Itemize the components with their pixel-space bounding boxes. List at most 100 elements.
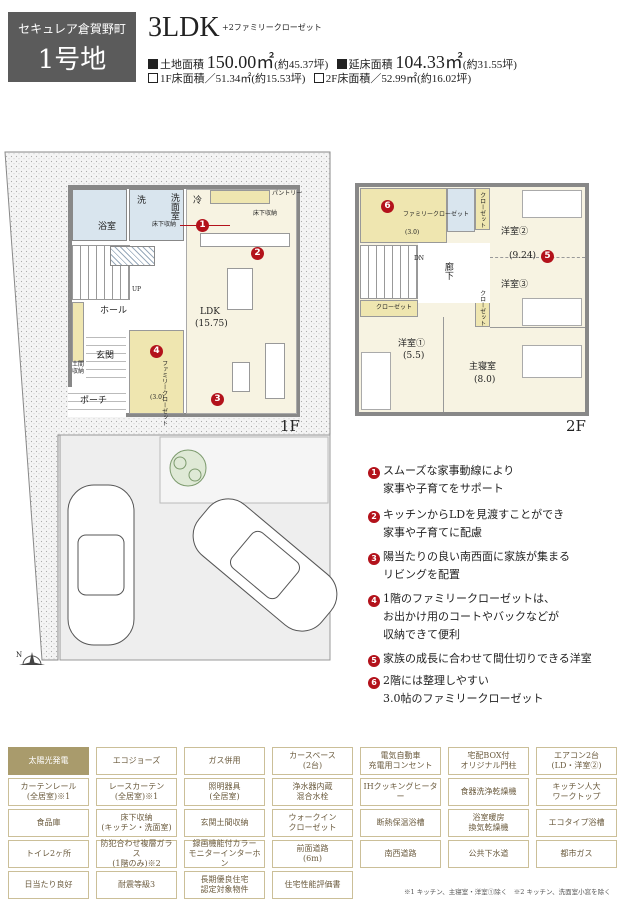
amenity-text: 耐震等級3 bbox=[117, 880, 156, 889]
amenity-item: 防犯合わせ複層ガラス(1階のみ)※2 bbox=[96, 839, 177, 868]
amenity-text: (キッチン・洗面室) bbox=[101, 823, 172, 832]
amenity-item: 都市ガス bbox=[536, 840, 617, 868]
amenity-item: 浴室暖房換気乾燥機 bbox=[448, 809, 529, 837]
closet-a bbox=[475, 188, 490, 230]
svg-text:N: N bbox=[16, 651, 22, 659]
porch-floor bbox=[68, 387, 126, 417]
amenity-item: ウォークインクローゼット bbox=[272, 809, 353, 837]
kitchen-cabinet bbox=[210, 190, 270, 204]
label-corridor: 廊下 bbox=[442, 262, 453, 280]
family-closet-1f bbox=[129, 330, 184, 414]
amenity-text: (1階のみ)※2 bbox=[112, 859, 161, 868]
amenity-text: 浴室暖房 bbox=[472, 813, 505, 822]
lot-badge: セキュレア倉賀野町 1号地 bbox=[8, 12, 136, 82]
amenity-item: ガス併用 bbox=[184, 747, 265, 775]
floor-area: 104.33㎡ bbox=[395, 52, 463, 72]
amenity-text: エコジョーズ bbox=[112, 756, 161, 765]
footnote: ※1 キッチン、主寝室・洋室①除く ※2 キッチン、洗面室小窓を除く bbox=[404, 888, 611, 896]
amenity-text: 食品庫 bbox=[36, 818, 61, 827]
feature-badge: 2 bbox=[368, 511, 380, 523]
feature-text: 2階には整理しやすい bbox=[383, 674, 489, 687]
label-youshitsu-2: 洋室② bbox=[501, 227, 529, 237]
staircase-2f bbox=[360, 245, 418, 299]
label-hall: ホール bbox=[100, 306, 128, 316]
feature-text: 収納できて便利 bbox=[383, 628, 460, 641]
amenity-text: (LD・洋室②) bbox=[551, 761, 602, 770]
amenity-text: 太陽光発電 bbox=[28, 756, 69, 765]
amenity-text: 日当たり良好 bbox=[24, 880, 73, 889]
label-underfloor-2: 床下収納 bbox=[152, 221, 177, 228]
label-up: UP bbox=[132, 286, 142, 293]
amenity-text: トイレ2ヶ所 bbox=[25, 849, 72, 858]
label-washroom: 洗面室 bbox=[168, 193, 179, 220]
amenity-text: モニターインターホン bbox=[188, 849, 261, 868]
bed bbox=[522, 298, 582, 326]
badge-6: 6 bbox=[381, 200, 394, 213]
amenity-item: 玄関土間収納 bbox=[184, 809, 265, 837]
amenity-text: 照明器具 bbox=[208, 782, 241, 791]
amenity-item: 断熱保温浴槽 bbox=[360, 809, 441, 837]
amenity-text: (2台) bbox=[302, 761, 323, 770]
label-family-closet-2f: ファミリークローゼット bbox=[403, 211, 470, 218]
amenity-item: 浄水器内蔵混合水栓 bbox=[272, 778, 353, 806]
bed bbox=[522, 190, 582, 218]
floor-2-label: 2F bbox=[566, 417, 586, 435]
feature-text: キッチンからLDを見渡すことができ bbox=[383, 508, 565, 521]
land-area: 150.00㎡ bbox=[206, 52, 275, 72]
amenity-text: 長期優良住宅 bbox=[200, 875, 249, 884]
amenity-item: 食品庫 bbox=[8, 809, 89, 837]
amenity-text: 前面道路 bbox=[296, 844, 329, 853]
area-line-2: 1F床面積／51.34㎡(約15.53坪) 2F床面積／52.99㎡(約16.0… bbox=[148, 70, 471, 86]
amenity-text: (全居室) bbox=[209, 792, 240, 801]
label-bath: 浴室 bbox=[98, 222, 117, 232]
car-icon bbox=[67, 484, 135, 646]
badge-3: 3 bbox=[211, 393, 224, 406]
label-washer: 洗 bbox=[137, 196, 147, 206]
label-pantry: パントリー bbox=[272, 190, 303, 197]
amenity-item: 宅配BOX付オリジナル門柱 bbox=[448, 747, 529, 775]
amenity-text: ワークトップ bbox=[552, 792, 601, 801]
feature-text: 陽当たりの良い南西面に家族が集まる bbox=[383, 550, 570, 563]
layout-extra: +2ファミリークローゼット bbox=[222, 23, 322, 32]
bed bbox=[361, 352, 391, 410]
label-doma: 土間収納 bbox=[72, 361, 85, 375]
amenity-text: IHクッキングヒーター bbox=[363, 782, 438, 801]
amenity-text: 宅配BOX付 bbox=[467, 751, 510, 760]
badge-4: 4 bbox=[150, 345, 163, 358]
label-underfloor: 床下収納 bbox=[253, 210, 278, 217]
label-family-closet-1f-size: (3.0) bbox=[150, 394, 165, 401]
tree-icon bbox=[169, 449, 207, 487]
amenity-text: (全居室)※1 bbox=[26, 792, 71, 801]
bed bbox=[522, 345, 582, 378]
amenity-text: エコタイプ浴槽 bbox=[548, 818, 605, 827]
compass-icon: N bbox=[16, 651, 45, 665]
amenity-text: 床下収納 bbox=[120, 813, 153, 822]
amenity-item: エアコン2台(LD・洋室②) bbox=[536, 747, 617, 775]
badge-5: 5 bbox=[541, 250, 554, 263]
family-closet-2f bbox=[360, 188, 447, 243]
coffee-table bbox=[232, 362, 250, 392]
label-family-closet-1f: ファミリークローゼット bbox=[160, 360, 168, 426]
amenity-text: 混合水栓 bbox=[296, 792, 329, 801]
amenity-item: エコジョーズ bbox=[96, 747, 177, 775]
amenity-item: 太陽光発電 bbox=[8, 747, 89, 775]
amenity-text: 都市ガス bbox=[560, 849, 593, 858]
car-icon bbox=[192, 498, 338, 632]
corridor bbox=[418, 243, 490, 303]
feature-badge: 4 bbox=[368, 595, 380, 607]
lot-number: 1号地 bbox=[37, 45, 107, 75]
amenity-text: 防犯合わせ複層ガラス bbox=[100, 839, 173, 858]
f2-area: 2F床面積／52.99㎡(約16.02坪) bbox=[325, 73, 472, 85]
label-dn: DN bbox=[414, 255, 425, 262]
amenity-text: 住宅性能評価書 bbox=[284, 880, 341, 889]
amenity-item: キッチン人大ワークトップ bbox=[536, 778, 617, 806]
amenity-text: 認定対象物件 bbox=[200, 885, 249, 894]
toilet-2f bbox=[447, 188, 475, 232]
amenity-item: レースカーテン(全居室)※1 bbox=[96, 778, 177, 806]
land-area-tsubo: (約45.37坪) bbox=[274, 59, 329, 71]
amenity-text: キッチン人大 bbox=[552, 782, 601, 791]
feature-text: 3.0帖のファミリークローゼット bbox=[383, 692, 544, 705]
